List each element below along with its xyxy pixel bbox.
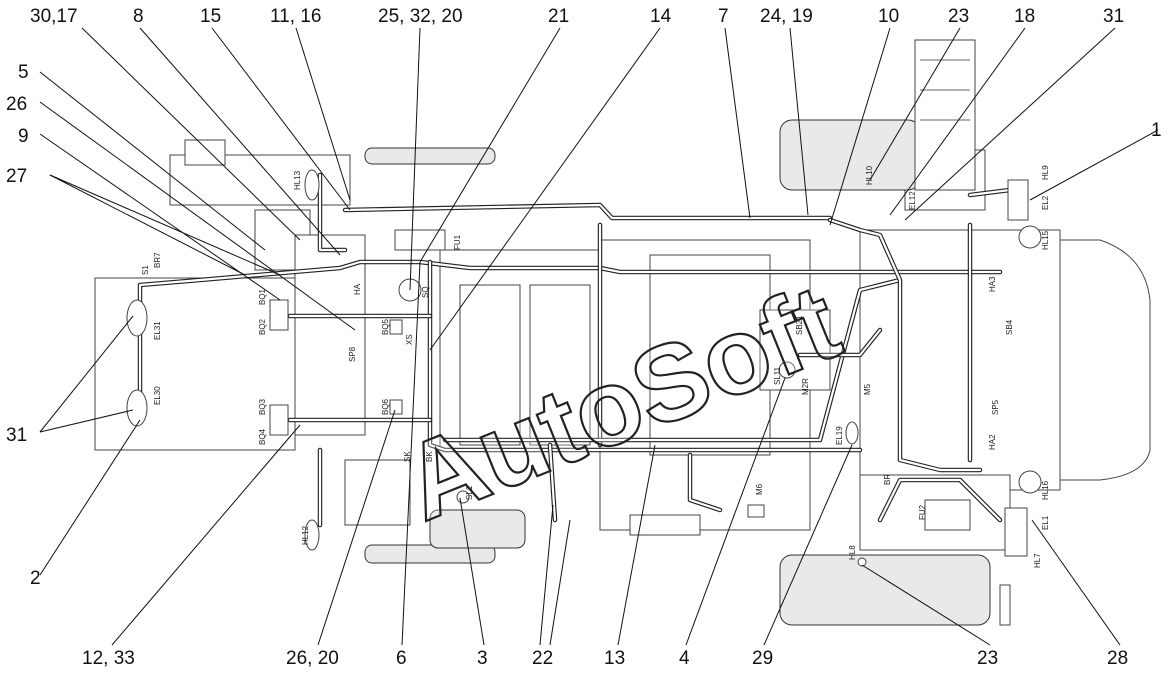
tag-HL12: HL12 <box>301 525 310 545</box>
tag-BR7: BR7 <box>153 252 162 268</box>
component-tags: HL13 S1 BR7 EL31 EL30 BQ1 BQ2 BQ3 BQ4 BQ… <box>141 165 1050 568</box>
leader-lines <box>39 27 1159 646</box>
tag-FU2: FU2 <box>918 504 927 520</box>
callout-18: 18 <box>1014 6 1035 27</box>
tag-SB4: SB4 <box>1005 319 1014 335</box>
tag-HL7: HL7 <box>1033 553 1042 568</box>
tag-M5: M5 <box>863 383 872 395</box>
wiring-harness <box>137 172 1013 528</box>
callout-23-top: 23 <box>948 6 969 27</box>
tag-FU1: FU1 <box>453 234 462 250</box>
tag-XS: XS <box>405 334 414 345</box>
callout-12-33: 12, 33 <box>82 648 135 669</box>
callout-8: 8 <box>133 6 144 27</box>
tag-BQ2: BQ2 <box>258 318 267 335</box>
tag-BQ6: BQ6 <box>381 398 390 415</box>
tag-HL16: HL16 <box>1041 480 1050 500</box>
callout-26: 26 <box>6 94 27 115</box>
callouts-left: 5 26 9 27 31 2 <box>6 62 41 589</box>
tag-BQ4: BQ4 <box>258 428 267 445</box>
callout-25-32-20: 25, 32, 20 <box>378 6 463 27</box>
tag-HL10: HL10 <box>865 165 874 185</box>
callout-21: 21 <box>548 6 569 27</box>
callout-7: 7 <box>718 6 729 27</box>
callouts-bottom: 12, 33 26, 20 6 3 22 13 4 29 23 28 <box>82 648 1128 669</box>
tag-SP5: SP5 <box>991 399 1000 415</box>
tag-BQ3: BQ3 <box>258 398 267 415</box>
callout-13: 13 <box>604 648 625 669</box>
tag-HL8: HL8 <box>848 545 857 560</box>
callout-15: 15 <box>200 6 221 27</box>
tag-EL30: EL30 <box>153 386 162 405</box>
tag-BR: BR <box>883 474 892 485</box>
tag-HA2: HA2 <box>988 434 997 450</box>
callout-27: 27 <box>6 166 27 187</box>
callout-9: 9 <box>18 126 29 147</box>
callout-11-16: 11, 16 <box>270 6 321 27</box>
callout-30-17: 30,17 <box>30 6 78 27</box>
tag-BQ5: BQ5 <box>381 318 390 335</box>
components <box>126 169 1042 567</box>
vehicle-outline <box>94 39 1151 626</box>
callout-24-19: 24, 19 <box>760 6 813 27</box>
callout-1: 1 <box>1151 120 1162 141</box>
tag-EL2: EL2 <box>1041 195 1050 210</box>
tag-SQ: SQ <box>421 286 430 298</box>
callout-29: 29 <box>752 648 773 669</box>
callout-22: 22 <box>532 648 553 669</box>
tag-HL13: HL13 <box>293 170 302 190</box>
callout-6: 6 <box>396 648 407 669</box>
tag-HL9: HL9 <box>1041 165 1050 180</box>
callout-31-top: 31 <box>1103 6 1124 27</box>
callout-31-left: 31 <box>6 425 27 446</box>
callout-4: 4 <box>679 648 690 669</box>
tag-S1: S1 <box>141 265 150 275</box>
tag-SP8: SP8 <box>348 346 357 362</box>
tag-EL1: EL1 <box>1041 515 1050 530</box>
tag-EL19: EL19 <box>835 426 844 445</box>
tag-SK: SK <box>403 451 412 462</box>
tag-BK: BK <box>425 451 434 462</box>
tag-M2R: M2R <box>801 378 810 395</box>
tag-HA: HA <box>353 283 362 295</box>
tag-SL1: SL1 <box>465 485 474 500</box>
callouts-top: 30,17 8 15 11, 16 25, 32, 20 21 14 7 24,… <box>30 6 1124 27</box>
callout-5: 5 <box>18 62 29 83</box>
callout-28: 28 <box>1107 648 1128 669</box>
tag-BQ1: BQ1 <box>258 288 267 305</box>
tag-EL12: EL12 <box>908 191 917 210</box>
tag-SL11: SL11 <box>773 366 782 385</box>
callout-10: 10 <box>878 6 899 27</box>
callout-14: 14 <box>650 6 672 27</box>
tag-EL31: EL31 <box>153 321 162 340</box>
callout-26-20: 26, 20 <box>286 648 339 669</box>
tag-M6: M6 <box>755 483 764 495</box>
callout-23-bottom: 23 <box>977 648 998 669</box>
tag-HL15: HL15 <box>1041 230 1050 250</box>
callout-3: 3 <box>477 648 488 669</box>
callout-2: 2 <box>30 568 41 589</box>
tag-HA3: HA3 <box>988 276 997 292</box>
tag-SB21: SB21 <box>795 315 804 335</box>
